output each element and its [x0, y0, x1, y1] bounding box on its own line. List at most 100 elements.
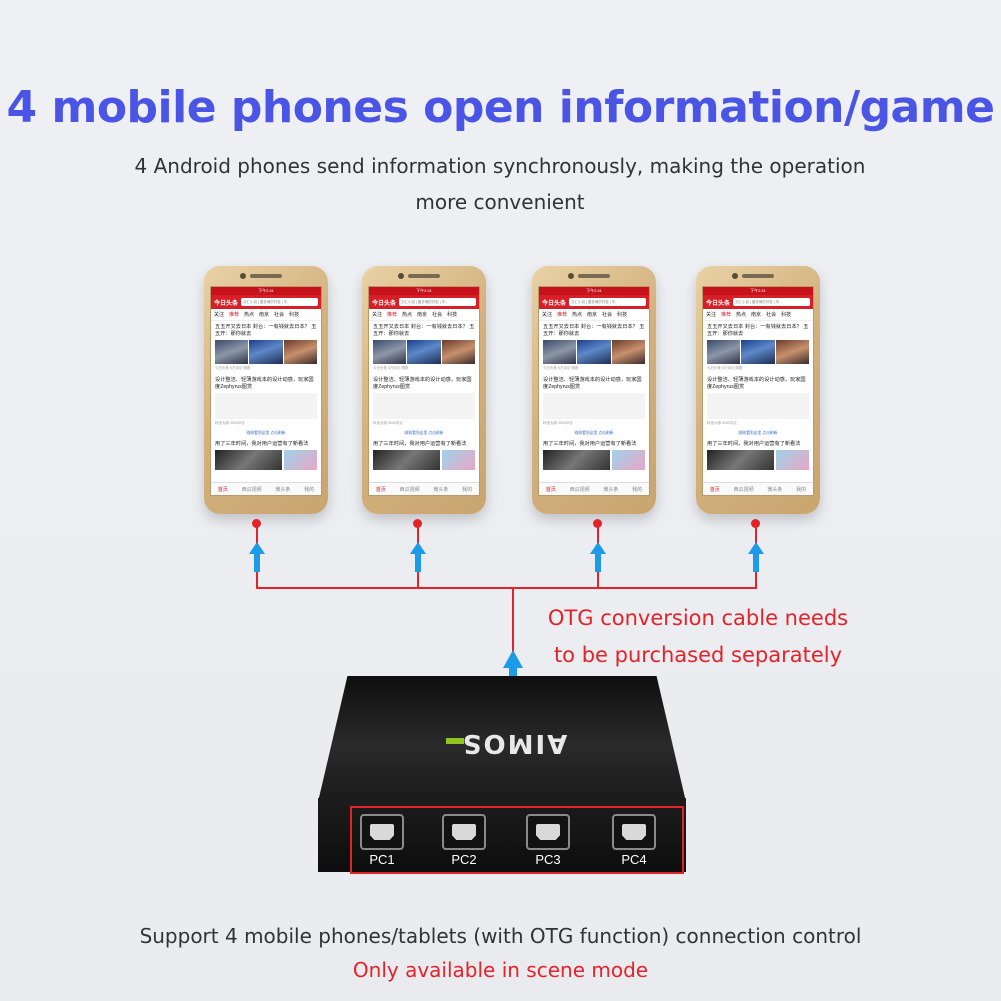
usb-b-port-icon: [442, 814, 486, 850]
nav-item: 我的: [304, 486, 315, 493]
port-label: PC4: [621, 852, 647, 867]
port-socket: [622, 824, 646, 840]
tab-bar: 关注推荐热点南京社会科技: [703, 309, 813, 321]
port-socket: [370, 824, 394, 840]
article-image: [543, 450, 610, 470]
headline: 4 mobile phones open information/game: [6, 82, 995, 133]
box-top: [318, 676, 686, 802]
article-image: [611, 450, 645, 470]
tab-item: 热点: [736, 312, 747, 318]
article-meta: 科技大咖 3000评论: [373, 421, 403, 425]
bottom-nav: 首页西瓜视频微头条我的: [369, 482, 479, 495]
nav-item: 西瓜视频: [733, 486, 754, 493]
port-label: PC3: [535, 852, 561, 867]
thumbnail: [577, 340, 611, 364]
camera-icon: [398, 273, 404, 279]
phone-1: 下午2:31 今日头条 文汇小说 | 董多情的好处 | 华... 关注推荐热点南…: [204, 266, 328, 514]
thumbnail: [441, 340, 475, 364]
article-title: 用了三年时间，我对用户运营有了新看法: [543, 441, 637, 447]
app-header: 今日头条 文汇小说 | 董多情的好处 | 华...: [211, 295, 321, 309]
nav-item: 我的: [462, 486, 473, 493]
tab-item: 南京: [587, 312, 598, 318]
tab-item: 社会: [602, 312, 613, 318]
nav-item: 西瓜视频: [399, 486, 420, 493]
tab-item: 社会: [432, 312, 443, 318]
nav-item: 首页: [217, 486, 228, 493]
search-box: 文汇小说 | 董多情的好处 | 华...: [733, 298, 810, 306]
speaker-grille: [742, 274, 774, 278]
refresh-link: 刚刚看到这里 点击刷新: [738, 431, 778, 435]
article-images: [539, 449, 649, 471]
tab-item: 社会: [766, 312, 777, 318]
nav-item: 我的: [796, 486, 807, 493]
tab-item: 推荐: [721, 312, 732, 318]
tab-item: 热点: [572, 312, 583, 318]
article-images: [369, 449, 479, 471]
article-title: 设计整洁、轻薄游戏本的设计动感，玩家国度Zephyrus图赏: [543, 377, 642, 390]
thumbnail: [775, 340, 809, 364]
brand-logo: AIMOS: [460, 728, 568, 758]
tab-item: 南京: [417, 312, 428, 318]
article-title: 五五开又去日本 封台：一有钱就去日本？ 五五开：那你就去: [543, 324, 645, 337]
tab-item: 推荐: [229, 312, 240, 318]
port-label: PC2: [451, 852, 477, 867]
app-header: 今日头条 文汇小说 | 董多情的好处 | 华...: [369, 295, 479, 309]
app-logo: 今日头条: [214, 300, 239, 307]
subtitle-line-2: more convenient: [415, 190, 585, 214]
brand-accent: [446, 738, 464, 744]
nav-item: 首页: [545, 486, 556, 493]
tab-item: 推荐: [557, 312, 568, 318]
article-title: 五五开又去日本 封台：一有钱就去日本？ 五五开：那你就去: [707, 324, 809, 337]
tab-bar: 关注推荐热点南京社会科技: [539, 309, 649, 321]
article-image: [373, 393, 475, 419]
camera-icon: [732, 273, 738, 279]
article-title: 用了三年时间，我对用户运营有了新看法: [215, 441, 309, 447]
nav-item: 微头条: [275, 486, 291, 493]
port-highlight-frame: [350, 806, 684, 874]
tab-item: 南京: [259, 312, 270, 318]
phone-screen: 下午2:31 今日头条 文汇小说 | 董多情的好处 | 华... 关注推荐热点南…: [702, 286, 814, 496]
subtitle-line-1: 4 Android phones send information synchr…: [134, 154, 866, 178]
app-header: 今日头条 文汇小说 | 董多情的好处 | 华...: [703, 295, 813, 309]
callout-line-1: OTG conversion cable needs: [547, 606, 849, 630]
phone-screen: 下午2:31 今日头条 文汇小说 | 董多情的好处 | 华... 关注推荐热点南…: [538, 286, 650, 496]
port-socket: [536, 824, 560, 840]
tab-item: 科技: [617, 312, 628, 318]
search-box: 文汇小说 | 董多情的好处 | 华...: [569, 298, 646, 306]
status-bar: 下午2:31: [369, 287, 479, 295]
article-meta: 科技大咖 3000评论: [707, 421, 737, 425]
bottom-nav: 首页 西瓜视频 微头条 我的: [211, 482, 321, 495]
article-image: [543, 393, 645, 419]
article-meta: 今日头条 5万评论 刚刚: [373, 366, 409, 370]
thumbnail: [741, 340, 775, 364]
tab-item: 南京: [751, 312, 762, 318]
article-meta: 科技大咖 3000评论: [543, 421, 573, 425]
article-image: [707, 450, 774, 470]
article-title: 用了三年时间，我对用户运营有了新看法: [707, 441, 801, 447]
usb-b-port-icon: [526, 814, 570, 850]
nav-item: 西瓜视频: [241, 486, 262, 493]
article-image: [707, 393, 809, 419]
connector-dot-2: [413, 519, 422, 528]
callout-line-2: to be purchased separately: [553, 643, 843, 667]
speaker-grille: [250, 274, 282, 278]
tab-bar: 关注推荐热点南京社会科技: [369, 309, 479, 321]
thumbnail: [611, 340, 645, 364]
up-arrow-icon: [590, 542, 606, 572]
tab-item: 关注: [542, 312, 553, 318]
footer-line-1: Support 4 mobile phones/tablets (with OT…: [139, 924, 862, 948]
tab-item: 热点: [244, 312, 255, 318]
phone-4: 下午2:31 今日头条 文汇小说 | 董多情的好处 | 华... 关注推荐热点南…: [696, 266, 820, 514]
thumbnail: [543, 340, 577, 364]
article-title: 设计整洁、轻薄游戏本的设计动感，玩家国度Zephyrus图赏: [707, 377, 806, 390]
camera-icon: [568, 273, 574, 279]
article-thumbnails: [539, 339, 649, 365]
footer-line-2: Only available in scene mode: [352, 958, 649, 982]
refresh-link: 刚刚看到这里 点击刷新: [246, 431, 286, 435]
app-logo: 今日头条: [542, 300, 567, 307]
tab-item: 科技: [781, 312, 792, 318]
thumbnail: [707, 340, 741, 364]
article-images: [703, 449, 813, 471]
nav-item: 微头条: [603, 486, 619, 493]
article-image: [215, 393, 317, 419]
